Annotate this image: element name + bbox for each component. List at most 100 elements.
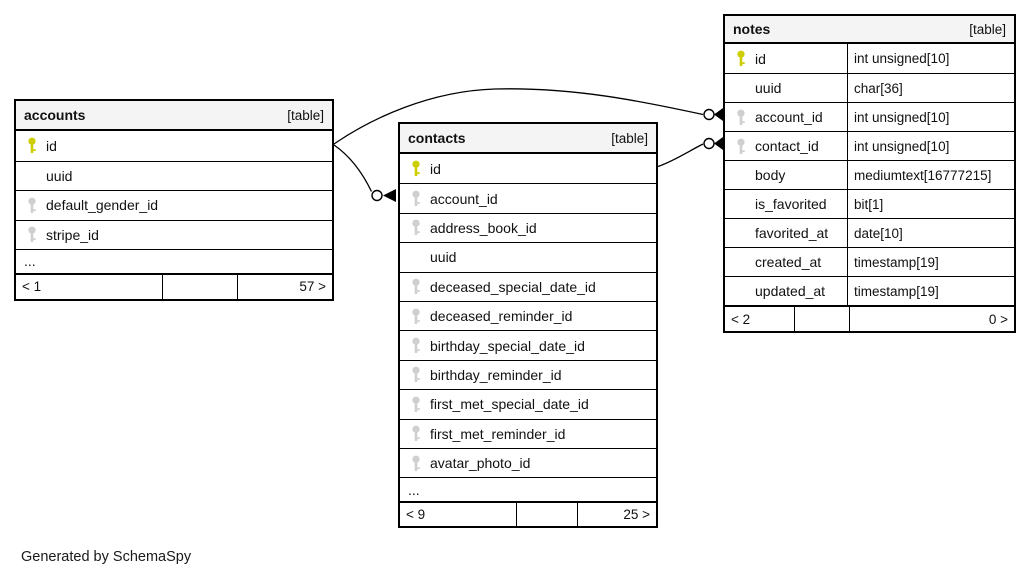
column-name-cell: body <box>725 161 848 189</box>
column-type: mediumtext[16777215] <box>854 167 992 183</box>
table-name: accounts <box>24 107 86 123</box>
column-name: updated_at <box>755 283 826 299</box>
column-row-contact_id: contact_id int unsigned[10] <box>725 131 1014 160</box>
column-row-uuid: uuid char[36] <box>725 73 1014 102</box>
column-name: account_id <box>430 190 498 207</box>
column-name: account_id <box>755 109 823 125</box>
footer-parents-count: < 2 <box>725 307 795 331</box>
footer-middle-cell <box>795 307 850 331</box>
relationship-line-accounts-notes <box>333 88 704 145</box>
table-notes: notes[table]id int unsigned[10] uuid char[3… <box>723 14 1016 333</box>
table-header[interactable]: contacts [table] <box>400 124 656 154</box>
foreign-key-icon <box>26 197 38 214</box>
column-name-cell: avatar_photo_id <box>400 449 656 477</box>
foreign-key-icon <box>410 455 422 472</box>
column-name: created_at <box>755 254 822 270</box>
column-type: timestamp[19] <box>854 254 939 270</box>
column-row-is_favorited: is_favorited bit[1] <box>725 189 1014 218</box>
more-columns-ellipsis: ... <box>16 249 332 273</box>
column-name-cell: id <box>400 154 656 183</box>
column-type: char[36] <box>854 80 903 96</box>
foreign-key-icon <box>735 109 747 126</box>
column-type: int unsigned[10] <box>854 109 950 125</box>
column-name-cell: account_id <box>725 103 848 131</box>
column-name: stripe_id <box>46 226 99 243</box>
column-name: uuid <box>755 80 782 96</box>
column-row-first_met_reminder_id: first_met_reminder_id <box>400 418 656 448</box>
column-name-cell: account_id <box>400 184 656 212</box>
column-name: birthday_reminder_id <box>430 366 562 383</box>
column-row-uuid: uuid <box>400 242 656 272</box>
column-name-cell: uuid <box>16 162 332 191</box>
table-header[interactable]: accounts[table] <box>16 101 332 131</box>
foreign-key-icon <box>410 396 422 413</box>
foreign-key-icon <box>410 278 422 295</box>
table-footer: < 2 0 > <box>725 305 1014 331</box>
arrowhead-icon <box>714 108 723 121</box>
column-name-cell: is_favorited <box>725 190 848 218</box>
column-name-cell: address_book_id <box>400 214 656 242</box>
crow-foot-circle <box>371 189 383 202</box>
column-type: timestamp[19] <box>854 283 939 299</box>
column-row-birthday_reminder_id: birthday_reminder_id <box>400 359 656 390</box>
foreign-key-icon <box>410 425 422 442</box>
column-row-address_book_id: address_book_id <box>400 212 656 243</box>
more-columns-ellipsis: ... <box>400 477 656 501</box>
no-key-spacer <box>735 225 747 242</box>
column-name-cell: first_met_reminder_id <box>400 420 656 448</box>
column-name-cell: id <box>16 131 332 161</box>
no-key-spacer <box>735 80 747 97</box>
no-key-spacer <box>735 167 747 184</box>
table-header[interactable]: notes[table] <box>725 16 1014 44</box>
column-name: avatar_photo_id <box>430 455 531 472</box>
foreign-key-icon <box>735 138 747 155</box>
column-row-id: id <box>400 154 656 184</box>
table-name: notes <box>733 21 771 37</box>
foreign-key-icon <box>26 226 38 243</box>
column-name: deceased_special_date_id <box>430 278 596 295</box>
generated-by-note: Generated by SchemaSpy <box>21 549 192 565</box>
column-row-uuid: uuid <box>16 160 332 191</box>
column-row-first_met_special_date_id: first_met_special_date_id <box>400 389 656 419</box>
footer-children-count: 0 > <box>988 311 1008 327</box>
column-name: uuid <box>46 167 73 184</box>
table-badge: [table] <box>611 130 648 146</box>
primary-key-icon <box>735 50 747 67</box>
table-contacts: contacts [table] id account_id address_book_… <box>398 122 658 528</box>
column-row-body: body mediumtext[16777215] <box>725 160 1014 189</box>
crow-foot-circle <box>703 108 715 121</box>
foreign-key-icon <box>410 219 422 236</box>
column-name-cell: contact_id <box>725 132 848 160</box>
foreign-key-icon <box>410 308 422 325</box>
no-key-spacer <box>26 167 38 184</box>
column-name-cell: deceased_special_date_id <box>400 273 656 301</box>
relationship-line-accounts-contacts <box>333 144 373 192</box>
column-name-cell: first_met_special_date_id <box>400 390 656 418</box>
column-name: first_met_special_date_id <box>430 396 589 413</box>
column-type: bit[1] <box>854 196 884 212</box>
column-name-cell: stripe_id <box>16 221 332 250</box>
column-type: int unsigned[10] <box>854 138 950 154</box>
foreign-key-icon <box>410 337 422 354</box>
no-key-spacer <box>735 254 747 271</box>
column-name-cell: favorited_at <box>725 219 848 247</box>
column-name-cell: deceased_reminder_id <box>400 302 656 330</box>
table-name: contacts <box>408 130 466 146</box>
column-name-cell: birthday_special_date_id <box>400 331 656 359</box>
no-key-spacer <box>735 283 747 300</box>
column-name-cell: uuid <box>725 74 848 102</box>
no-key-spacer <box>735 196 747 213</box>
column-name-cell: updated_at <box>725 277 848 305</box>
column-name-cell: id <box>725 44 848 73</box>
column-row-birthday_special_date_id: birthday_special_date_id <box>400 330 656 360</box>
arrowhead-icon <box>383 189 396 202</box>
column-name: address_book_id <box>430 219 537 236</box>
column-row-stripe_id: stripe_id <box>16 219 332 250</box>
column-name: default_gender_id <box>46 197 159 214</box>
crow-foot-circle <box>703 137 715 150</box>
column-type: int unsigned[10] <box>854 51 950 66</box>
